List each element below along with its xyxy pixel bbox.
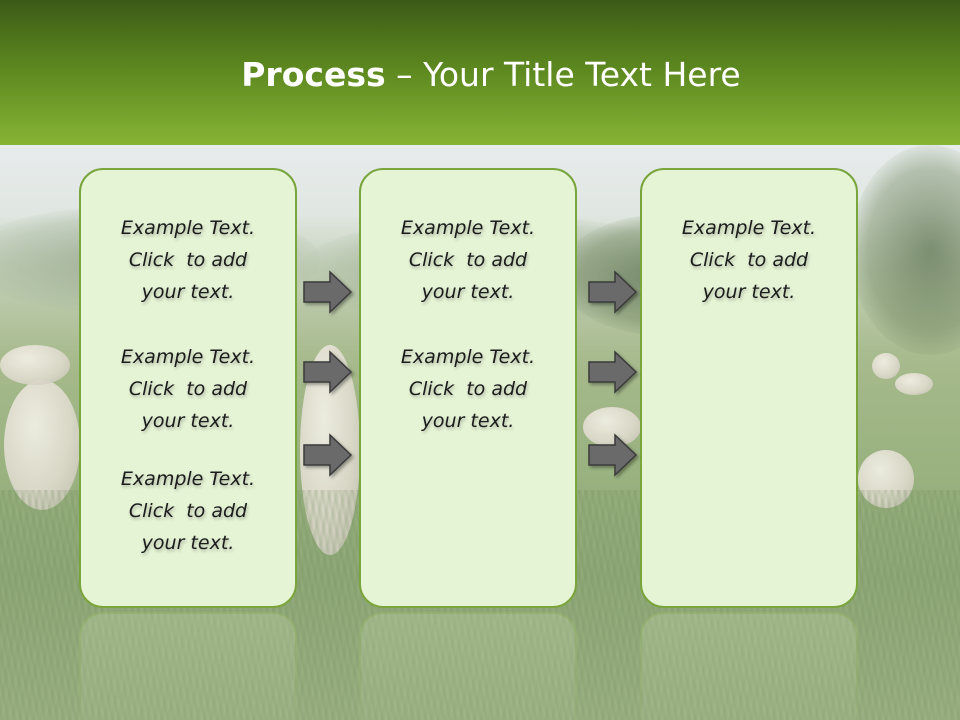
background-sheep: [872, 353, 900, 379]
text-line: your text.: [421, 410, 515, 432]
background-sheep: [895, 373, 933, 395]
background-sheep: [4, 380, 80, 510]
panel-reflection: [79, 612, 297, 720]
text-line: your text.: [141, 410, 235, 432]
panel-reflection: [359, 612, 577, 720]
text-line: Click to add: [408, 378, 528, 400]
text-line: Example Text.: [120, 468, 256, 490]
background-sheep: [583, 407, 641, 447]
text-line: Example Text.: [400, 346, 536, 368]
text-line: Click to add: [128, 500, 248, 522]
title-bold-word: Process: [241, 55, 386, 94]
process-step-2-box[interactable]: Example Text. Click to add your text. Ex…: [359, 168, 577, 608]
right-arrow-icon[interactable]: [303, 433, 353, 477]
text-placeholder[interactable]: Example Text. Click to add your text.: [642, 212, 856, 308]
text-line: your text.: [702, 281, 796, 303]
process-step-1-box[interactable]: Example Text. Click to add your text. Ex…: [79, 168, 297, 608]
text-line: Example Text.: [400, 217, 536, 239]
text-placeholder[interactable]: Example Text. Click to add your text.: [81, 341, 295, 437]
text-line: Example Text.: [120, 346, 256, 368]
text-placeholder[interactable]: Example Text. Click to add your text.: [361, 341, 575, 437]
right-arrow-icon[interactable]: [588, 433, 638, 477]
text-line: Example Text.: [120, 217, 256, 239]
background-sheep: [858, 450, 914, 508]
process-step-3-box[interactable]: Example Text. Click to add your text.: [640, 168, 858, 608]
text-line: your text.: [141, 532, 235, 554]
background-sheep: [0, 345, 70, 385]
right-arrow-icon[interactable]: [588, 270, 638, 314]
text-placeholder[interactable]: Example Text. Click to add your text.: [81, 212, 295, 308]
text-placeholder[interactable]: Example Text. Click to add your text.: [81, 463, 295, 559]
title-text: – Your Title Text Here: [385, 55, 741, 94]
text-line: Click to add: [128, 378, 248, 400]
title-bar: Process – Your Title Text Here: [0, 0, 960, 145]
right-arrow-icon[interactable]: [303, 350, 353, 394]
text-line: Click to add: [128, 249, 248, 271]
panel-reflection: [640, 612, 858, 720]
right-arrow-icon[interactable]: [588, 350, 638, 394]
text-line: Example Text.: [681, 217, 817, 239]
text-line: Click to add: [408, 249, 528, 271]
slide-title[interactable]: Process – Your Title Text Here: [0, 52, 960, 98]
text-line: your text.: [141, 281, 235, 303]
text-line: your text.: [421, 281, 515, 303]
text-placeholder[interactable]: Example Text. Click to add your text.: [361, 212, 575, 308]
text-line: Click to add: [689, 249, 809, 271]
right-arrow-icon[interactable]: [303, 270, 353, 314]
